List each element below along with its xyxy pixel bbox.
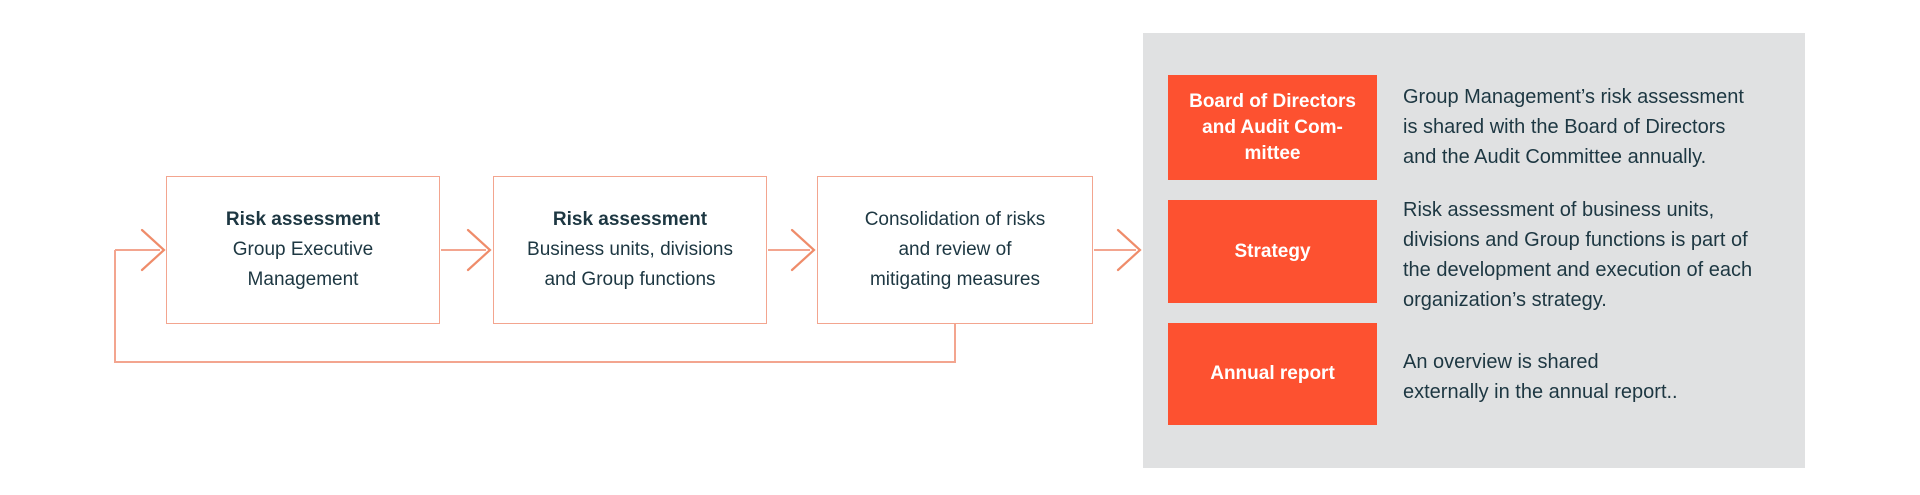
legend-description-annual-report: An overview is shared externally in the … (1403, 351, 1678, 403)
legend-label-text: Annual report (1210, 363, 1335, 384)
feedback-loop-line (114, 250, 116, 363)
flow-box-body: Business units, divisions and Group func… (527, 239, 733, 290)
arrow-right-icon (1116, 228, 1142, 272)
legend-label-annual-report: Annual report (1168, 323, 1377, 425)
flow-box-body: Group Executive Management (232, 239, 374, 290)
connector-line (768, 249, 810, 251)
flow-box-title: Risk assessment (552, 209, 708, 230)
flow-box-body: Consolidation of risks and review of mit… (864, 209, 1046, 290)
legend-description-board-audit-committee: Group Management’s risk assessment is sh… (1403, 86, 1744, 168)
legend-description-strategy: Risk assessment of business units, divis… (1403, 199, 1753, 311)
flow-box-business-units: Risk assessment Business units, division… (493, 176, 767, 324)
feedback-loop-line (954, 324, 956, 363)
legend-label-text: Strategy (1234, 240, 1311, 262)
legend-panel: Board of Directors and Audit Com- mittee… (1143, 33, 1805, 468)
flow-box-consolidation: Consolidation of risks and review of mit… (817, 176, 1093, 324)
arrow-right-icon (140, 228, 166, 272)
connector-line (1094, 249, 1136, 251)
arrow-right-icon (466, 228, 492, 272)
legend-label-board-audit-committee: Board of Directors and Audit Com- mittee (1168, 75, 1377, 180)
feedback-loop-line (114, 361, 956, 363)
flow-box-group-executive-management: Risk assessment Group Executive Manageme… (166, 176, 440, 324)
flow-box-title: Risk assessment (225, 209, 381, 230)
arrow-right-icon (790, 228, 816, 272)
connector-line (115, 249, 160, 251)
connector-line (441, 249, 486, 251)
legend-label-strategy: Strategy (1168, 200, 1377, 303)
legend-label-text: Board of Directors and Audit Com- mittee (1189, 90, 1356, 164)
